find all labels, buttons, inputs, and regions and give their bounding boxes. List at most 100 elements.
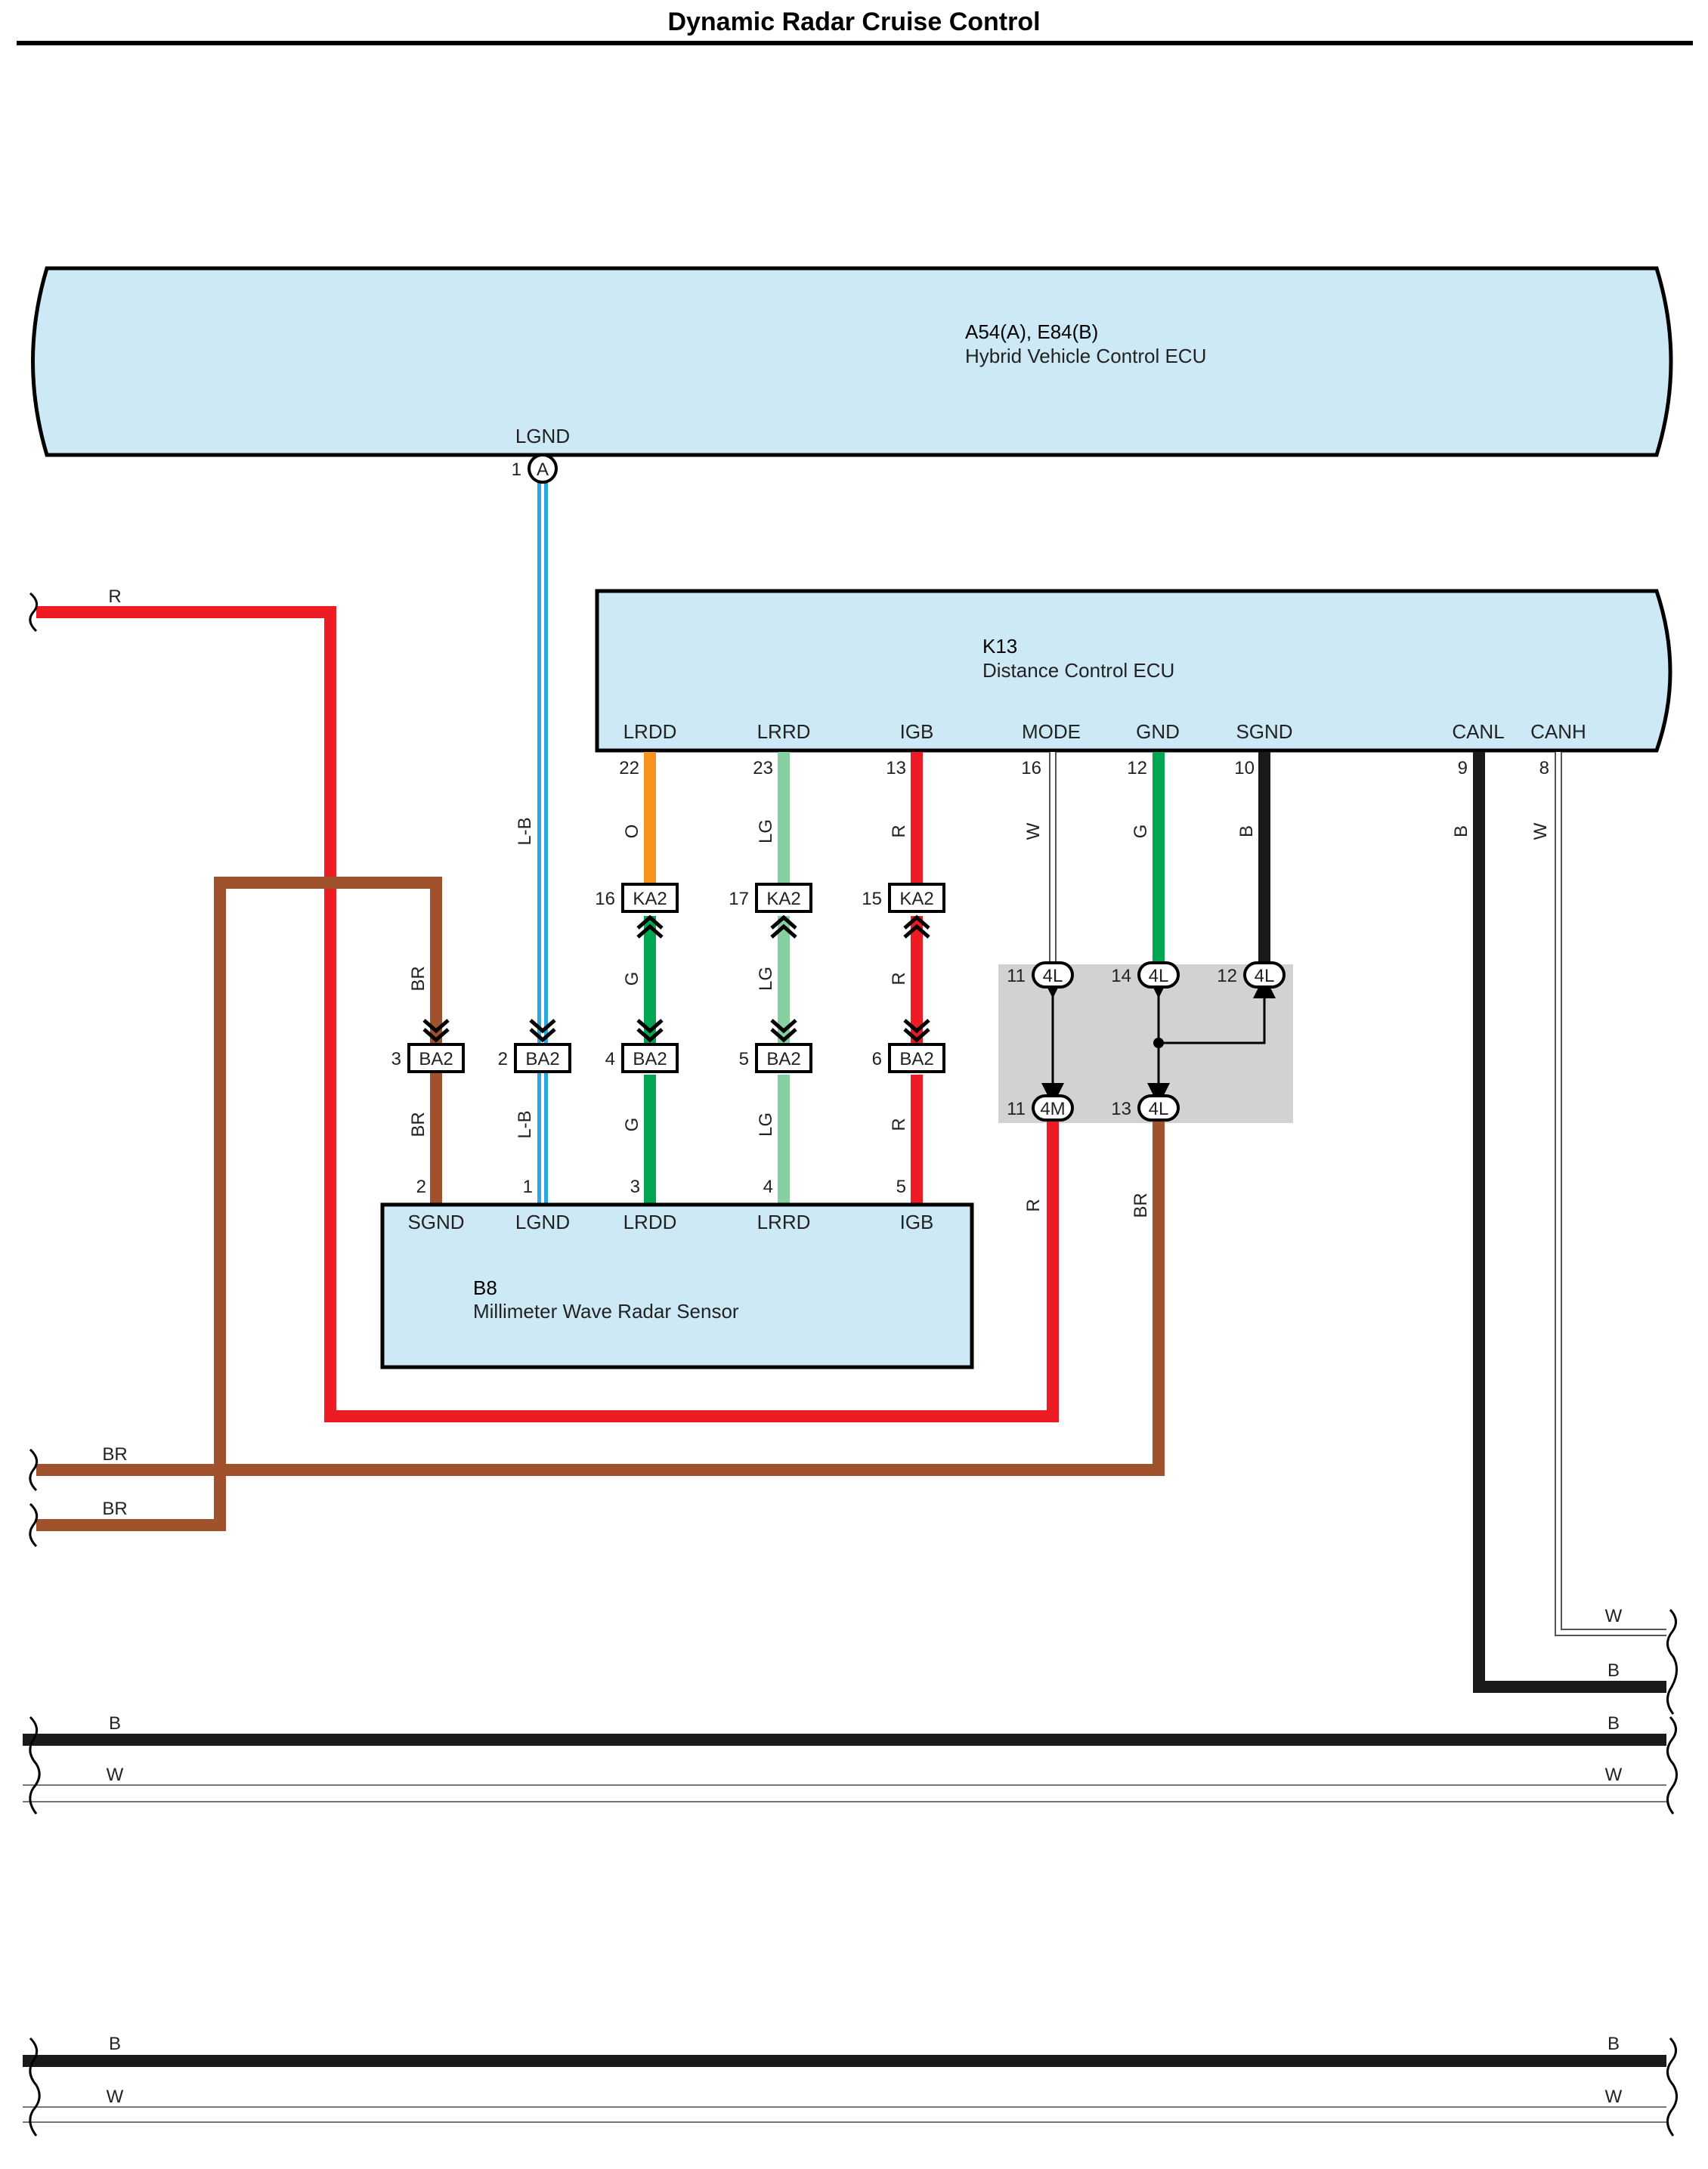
wire-label-br-gnd-down: BR [1131, 1193, 1151, 1218]
ba2-5-pin: 5 [739, 1049, 749, 1069]
wire-r-feed [36, 606, 1059, 1422]
wire-label-w-bus1-right: W [1605, 1765, 1623, 1785]
dc-ecu-pin-canh: 8 [1539, 758, 1549, 778]
break-right-bus1 [1666, 1716, 1678, 1815]
ba2-3-pin: 3 [391, 1049, 401, 1069]
radar-term-lrrd: LRRD [757, 1211, 811, 1233]
radar-code: B8 [473, 1276, 497, 1299]
hv-ecu-code: A54(A), E84(B) [965, 320, 1098, 343]
wire-label-r-mode-down: R [1023, 1199, 1044, 1211]
wire-br-sgnd [36, 877, 442, 1531]
break-left-bus2 [29, 2037, 41, 2137]
wire-label-w-right: W [1605, 1606, 1623, 1626]
dc-ecu-term-lrdd: LRDD [623, 720, 677, 743]
wire-label-r-a: R [889, 825, 909, 837]
break-left-bus1 [29, 1716, 41, 1815]
junction-4m-11: 4M 11 [1007, 1094, 1074, 1122]
ba2-2-pin: 2 [498, 1049, 508, 1069]
junction-4l-14-label: 4L [1149, 966, 1169, 986]
connector-a-pin: 1 [512, 459, 521, 480]
junction-4l-14-pin: 14 [1111, 966, 1131, 986]
wire-label-w-bus1-left: W [107, 1765, 124, 1785]
ka2-16-label: KA2 [633, 889, 667, 909]
ba2-2: BA2 2 [498, 1019, 571, 1073]
junction-4l-13-label: 4L [1149, 1099, 1169, 1119]
ba2-2-label: BA2 [525, 1049, 559, 1069]
junction-4l-12-label: 4L [1255, 966, 1275, 986]
dc-ecu-pin-lrdd: 22 [619, 758, 639, 778]
hv-ecu-name: Hybrid Vehicle Control ECU [965, 345, 1206, 367]
radar-term-lrdd: LRDD [623, 1211, 677, 1233]
wire-label-w-canh: W [1530, 822, 1551, 840]
wire-label-br-a: BR [408, 966, 429, 991]
wire-label-b-bus1-left: B [109, 1713, 121, 1734]
wire-label-b-bus1-right: B [1607, 1713, 1620, 1734]
ka2-17-label: KA2 [766, 889, 800, 909]
ba2-4: BA2 4 [605, 1019, 679, 1073]
radar-term-sgnd: SGND [407, 1211, 464, 1233]
dc-ecu-code: K13 [982, 635, 1017, 658]
ba2-6-label: BA2 [899, 1049, 933, 1069]
break-left-br2 [29, 1502, 39, 1548]
dc-ecu-term-igb: IGB [900, 720, 934, 743]
radar-pin-lrrd: 4 [763, 1177, 773, 1197]
ka2-16: KA2 16 [595, 883, 679, 939]
wire-label-lb-upper: L-B [515, 817, 535, 845]
junction-4m-11-label: 4M [1040, 1099, 1065, 1119]
wire-label-w-bus2-left: W [107, 2087, 124, 2107]
junction-4l-11-pin: 11 [1007, 966, 1026, 986]
break-left-br1 [29, 1448, 39, 1492]
wire-label-b-bus2-right: B [1607, 2034, 1620, 2054]
wire-label-lg-b: LG [756, 967, 776, 991]
dc-ecu-name: Distance Control ECU [982, 659, 1174, 682]
junction-4m-11-pin: 11 [1007, 1099, 1026, 1119]
dc-ecu-pin-sgnd: 10 [1234, 758, 1255, 778]
radar-term-lgnd: LGND [515, 1211, 570, 1233]
ba2-6-pin: 6 [872, 1049, 882, 1069]
junction-4l-12-pin: 12 [1217, 966, 1237, 986]
ka2-17-pin: 17 [729, 889, 749, 909]
wire-w-canh-fill [1556, 752, 1666, 1635]
wire-label-b-right: B [1607, 1660, 1620, 1681]
junction-4l-12: 4L 12 [1217, 961, 1286, 989]
wire-w-canh [1555, 752, 1666, 1636]
dc-ecu-term-lrrd: LRRD [757, 720, 811, 743]
wire-label-w-bus2-right: W [1605, 2087, 1623, 2107]
wire-label-b-sgnd: B [1236, 825, 1257, 837]
ka2-15-label: KA2 [899, 889, 933, 909]
ba2-3-label: BA2 [419, 1049, 453, 1069]
dc-ecu-term-sgnd: SGND [1236, 720, 1292, 743]
wire-label-r-left: R [108, 586, 121, 607]
radar-name: Millimeter Wave Radar Sensor [473, 1300, 739, 1323]
radar-pin-igb: 5 [896, 1177, 906, 1197]
dc-ecu-term-canl: CANL [1452, 720, 1504, 743]
wire-label-r-b: R [889, 972, 909, 985]
dc-ecu-pin-igb: 13 [886, 758, 906, 778]
junction-4l-11-label: 4L [1043, 966, 1063, 986]
junction-4l-11: 4L 11 [1007, 961, 1074, 989]
dc-ecu-pin-mode: 16 [1021, 758, 1041, 778]
wire-label-b-bus2-left: B [109, 2034, 121, 2054]
ba2-5-label: BA2 [766, 1049, 800, 1069]
junction-4l-13: 4L 13 [1111, 1094, 1180, 1122]
ka2-15-pin: 15 [862, 889, 882, 909]
radar-pin-lgnd: 1 [523, 1177, 533, 1197]
break-left-r [29, 592, 39, 633]
break-right-canh [1666, 1608, 1678, 1715]
ba2-4-pin: 4 [605, 1049, 615, 1069]
wire-label-lb-lower: L-B [515, 1110, 535, 1138]
ba2-6: BA2 6 [872, 1019, 945, 1073]
wire-label-r-c: R [889, 1118, 909, 1131]
dc-ecu-term-gnd: GND [1136, 720, 1180, 743]
dc-ecu-term-canh: CANH [1530, 720, 1586, 743]
ba2-3: BA2 3 [391, 1019, 465, 1073]
hv-ecu-box [31, 266, 1673, 457]
hv-ecu-terminal-lgnd: LGND [515, 425, 570, 447]
title-rule [17, 41, 1693, 45]
wire-label-o: O [622, 825, 642, 839]
page-title: Dynamic Radar Cruise Control [667, 8, 1041, 36]
wire-label-g-c: G [622, 1118, 642, 1132]
wire-label-w-mode: W [1023, 822, 1044, 840]
ba2-4-label: BA2 [633, 1049, 667, 1069]
